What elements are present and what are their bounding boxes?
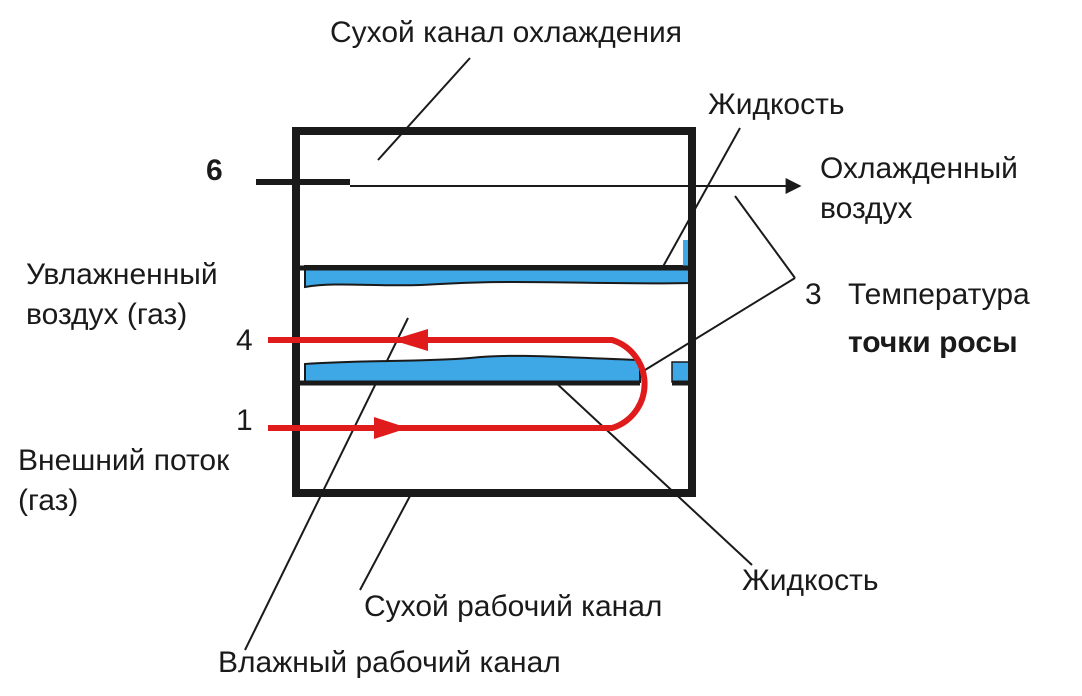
label-dew-point-line2: точки росы	[848, 326, 1018, 359]
leader-dew-point-a	[734, 195, 796, 279]
label-dew-point-line1: Температура	[848, 278, 1030, 311]
label-liquid-top: Жидкость	[708, 88, 845, 121]
gas-flow-path	[268, 337, 648, 431]
label-humidified-air-line2: воздух (газ)	[26, 298, 188, 331]
label-humidified-air-line1: Увлажненный	[26, 258, 218, 291]
leader-dew-point-b	[644, 277, 796, 371]
label-cooled-air-line1: Охлажденный	[820, 152, 1018, 185]
leader-dry-working-channel	[359, 495, 411, 591]
label-point-3: 3	[805, 278, 822, 311]
liquid-edge-top	[683, 240, 692, 266]
flow-arrowhead-inbound	[374, 417, 408, 439]
label-dry-working-channel: Сухой рабочий канал	[364, 590, 663, 623]
label-external-flow-line1: Внешний поток	[18, 444, 230, 477]
liquid-layer-top	[304, 265, 693, 289]
channel-frame	[292, 127, 696, 497]
label-cooled-air-line2: воздух	[820, 192, 913, 225]
label-point-6: 6	[206, 154, 223, 187]
leader-lines	[244, 57, 796, 651]
label-external-flow-line2: (газ)	[18, 484, 79, 517]
label-liquid-bottom: Жидкость	[742, 564, 879, 597]
label-point-4: 4	[236, 324, 253, 357]
leader-liquid-top	[659, 127, 741, 273]
flow-arrowhead-outbound	[392, 329, 428, 351]
leader-dry-cooling-channel	[377, 57, 471, 161]
liquid-layer-bottom	[304, 354, 641, 383]
label-dry-cooling-channel: Сухой канал охлаждения	[330, 16, 683, 49]
leader-liquid-bottom	[539, 367, 753, 566]
label-wet-working-channel: Влажный рабочий канал	[218, 646, 561, 679]
label-point-1: 1	[236, 404, 253, 437]
